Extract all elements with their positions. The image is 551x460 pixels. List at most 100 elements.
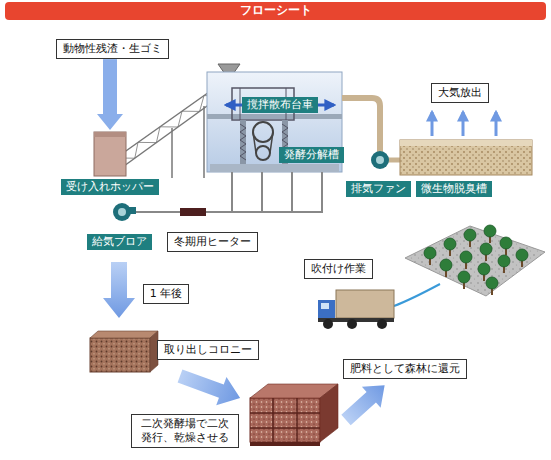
label-box: 動物性残渣・生ゴミ bbox=[56, 39, 169, 59]
node-text: 1 年後 bbox=[150, 287, 183, 301]
forest bbox=[498, 255, 510, 267]
truck bbox=[377, 319, 387, 329]
truck bbox=[323, 319, 333, 329]
exhaust bbox=[376, 156, 384, 164]
air-supply bbox=[131, 211, 323, 213]
exhaust bbox=[462, 112, 465, 136]
crate-stack bbox=[250, 442, 320, 446]
crate-stack bbox=[272, 398, 274, 442]
year-arrow bbox=[103, 262, 135, 318]
air-supply bbox=[231, 172, 233, 212]
truck bbox=[318, 300, 335, 318]
forest bbox=[444, 238, 456, 250]
forest bbox=[478, 263, 490, 275]
hopper-body bbox=[92, 130, 128, 178]
blower bbox=[113, 203, 136, 221]
truck bbox=[394, 284, 440, 306]
sheet-title: フローシート bbox=[5, 2, 546, 20]
forest bbox=[516, 249, 528, 261]
hopper-body bbox=[94, 132, 126, 176]
forest bbox=[440, 259, 452, 277]
forest bbox=[424, 247, 436, 265]
arrow-body bbox=[103, 59, 117, 114]
label-box: 二次発酵場で二次 発行、乾燥させる bbox=[131, 414, 240, 449]
label-box: 冬期用ヒーター bbox=[167, 232, 258, 252]
colony-block bbox=[90, 331, 158, 372]
exhaust bbox=[371, 151, 389, 169]
flow-arrow-colony bbox=[175, 362, 245, 412]
node-text: 受け入れホッパー bbox=[61, 179, 159, 195]
title-bar bbox=[5, 2, 546, 20]
crate-stack bbox=[320, 384, 338, 442]
truck bbox=[318, 284, 440, 329]
forest bbox=[486, 277, 498, 289]
fermentation-tank bbox=[207, 64, 342, 172]
hopper-rim bbox=[94, 132, 126, 137]
forest bbox=[486, 277, 498, 295]
forest bbox=[464, 229, 476, 247]
equipment-label: 撹拌散布台車 bbox=[242, 97, 318, 113]
exhaust bbox=[400, 140, 532, 146]
exhaust bbox=[342, 98, 380, 152]
crate-stack bbox=[250, 384, 338, 446]
fermentation-tank bbox=[253, 122, 273, 142]
equipment-label: 微生物脱臭槽 bbox=[416, 181, 492, 197]
equipment-label: 排気ファン bbox=[346, 181, 411, 197]
forest bbox=[444, 238, 456, 256]
label-box: 吹付け作業 bbox=[304, 259, 373, 279]
exhaust bbox=[400, 140, 532, 175]
flow-arrow bbox=[97, 59, 123, 130]
fermentation-tank bbox=[256, 146, 270, 160]
exhaust bbox=[495, 112, 498, 136]
forest bbox=[460, 251, 472, 263]
crate-stack bbox=[250, 427, 320, 429]
node-text: 撹拌散布台車 bbox=[247, 98, 313, 112]
forest bbox=[484, 225, 496, 237]
air-supply bbox=[261, 172, 263, 212]
node-text: 動物性残渣・生ゴミ bbox=[63, 42, 162, 56]
forest bbox=[405, 225, 545, 296]
node-text: 微生物脱臭槽 bbox=[421, 182, 487, 196]
colony-block bbox=[90, 338, 150, 372]
hopper: 受け入れホッパー bbox=[61, 130, 159, 195]
node-text: 二次発酵場で二次 発行、乾燥させる bbox=[138, 417, 233, 446]
crate-stack bbox=[296, 398, 298, 442]
node-text: 吹付け作業 bbox=[311, 262, 366, 276]
forest bbox=[500, 237, 512, 249]
crate-stack bbox=[250, 398, 320, 442]
node-text: 取り出しコロニー bbox=[164, 343, 252, 357]
fermentation-tank bbox=[270, 132, 273, 153]
forest bbox=[424, 247, 436, 259]
fermentation-tank bbox=[240, 124, 246, 160]
label-box: 大気放出 bbox=[431, 83, 489, 103]
forest bbox=[464, 229, 476, 241]
fermentation-tank bbox=[253, 132, 256, 153]
fermentation-tank bbox=[210, 164, 339, 172]
exhaust bbox=[388, 158, 401, 163]
blower bbox=[113, 203, 131, 221]
node-text: 大気放出 bbox=[438, 86, 482, 100]
colony-block bbox=[90, 331, 158, 338]
equipment-label: 発酵分解槽 bbox=[279, 147, 344, 163]
crate-stack bbox=[250, 412, 320, 414]
forest bbox=[498, 255, 510, 273]
forest bbox=[484, 225, 496, 243]
air-supply bbox=[321, 172, 323, 212]
node-text: 冬期用ヒーター bbox=[174, 235, 251, 249]
fermentation-tank bbox=[207, 72, 342, 172]
forest bbox=[458, 271, 470, 289]
flow-arrow-forest bbox=[337, 375, 394, 431]
conveyor bbox=[203, 106, 205, 178]
forest bbox=[480, 243, 492, 261]
forest bbox=[516, 249, 528, 267]
label-box: 取り出しコロニー bbox=[157, 340, 259, 360]
equipment-label: 給気ブロア bbox=[87, 234, 152, 250]
air-supply bbox=[291, 172, 293, 212]
truck bbox=[347, 319, 357, 329]
truck bbox=[321, 303, 329, 309]
label-box: 肥料として森林に還元 bbox=[343, 359, 467, 379]
forest bbox=[460, 251, 472, 269]
crate-stack bbox=[250, 398, 320, 442]
